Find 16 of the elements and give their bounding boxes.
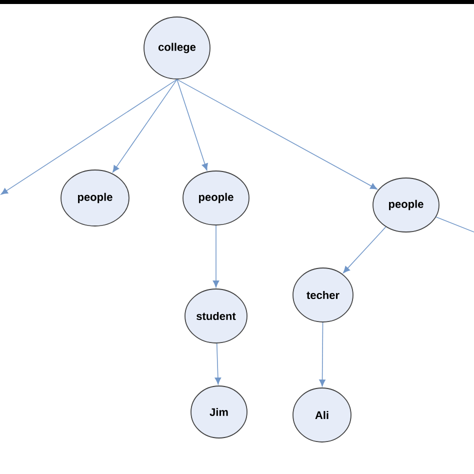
ellipse-node: people	[182, 170, 250, 226]
arrow	[0, 79, 178, 195]
ellipse-node: Jim	[190, 386, 248, 438]
arrow	[214, 343, 222, 385]
arrow	[343, 226, 386, 274]
ellipse-node: student	[184, 288, 248, 344]
arrow	[176, 79, 378, 190]
ellipse-node: Ali	[292, 388, 352, 442]
ellipse-node: people	[372, 178, 440, 232]
arrow	[112, 79, 178, 173]
ellipse-node: techer	[292, 268, 354, 322]
arrow	[319, 322, 326, 387]
arrow	[176, 79, 208, 171]
arrow	[212, 225, 220, 288]
ellipse-node: college	[144, 16, 210, 80]
ellipse-node: people	[60, 170, 130, 226]
